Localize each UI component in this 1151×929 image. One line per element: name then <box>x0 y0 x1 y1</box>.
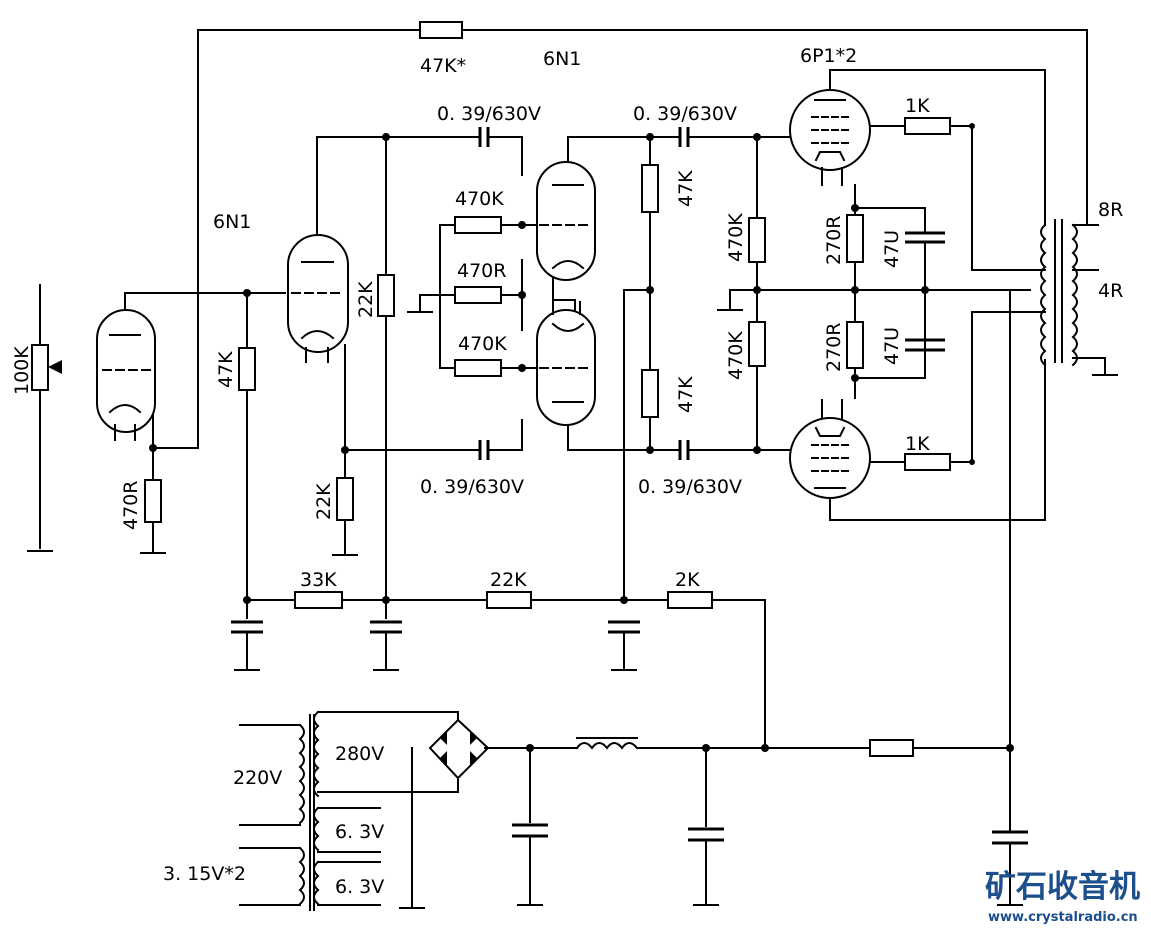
label-47u-bot: 47U <box>881 327 903 365</box>
resistor-270r-bottom <box>846 321 864 369</box>
tube-v3-upper <box>536 161 596 281</box>
label-6n1-left: 6N1 <box>213 211 251 233</box>
brand-watermark: 矿石收音机 www.crystalradio.cn <box>985 869 1140 925</box>
label-220v: 220V <box>233 767 282 789</box>
label-out-8r: 8R <box>1098 199 1123 221</box>
junction-dots <box>149 123 1014 752</box>
label-47k-bot: 47K <box>675 376 697 413</box>
capacitors <box>231 127 1028 845</box>
label-47u-top: 47U <box>881 230 903 268</box>
resistor-33k <box>294 591 343 609</box>
resistor-470r <box>454 286 502 304</box>
tube-v1-input <box>96 309 156 441</box>
resistor-470k-bottom <box>454 359 502 377</box>
potentiometer-100k <box>31 344 49 391</box>
label-470r: 470R <box>457 260 506 282</box>
resistor-47k-feedback <box>419 21 463 39</box>
tube-6p1-lower <box>789 399 871 499</box>
brand-cn: 矿石收音机 <box>985 869 1140 905</box>
resistor-470k-top <box>454 216 502 234</box>
label-270r-bot: 270R <box>823 323 845 372</box>
label-out-4r: 4R <box>1098 280 1123 302</box>
resistor-2k <box>667 591 713 609</box>
label-470k-top: 470K <box>455 188 504 210</box>
tube-v2-6n1 <box>287 234 349 363</box>
resistor-47k-left <box>238 347 256 391</box>
resistor-1k-top <box>904 117 951 135</box>
label-feedback-47k: 47K* <box>420 55 466 77</box>
resistor-47k-bottom <box>641 369 659 418</box>
label-1k-bot: 1K <box>905 433 930 455</box>
filter-choke <box>575 737 639 750</box>
label-6p1: 6P1*2 <box>800 45 857 67</box>
tube-6p1-upper <box>789 89 871 186</box>
resistor-22k-bus <box>486 591 532 609</box>
label-470k-grid-top: 470K <box>725 213 747 262</box>
label-2k: 2K <box>675 569 700 591</box>
resistor-470k-grid-bottom <box>748 321 766 367</box>
label-22k-bus: 22K <box>490 569 527 591</box>
resistor-270r-top <box>846 214 864 263</box>
label-100k: 100K <box>11 346 33 395</box>
label-470r-cathode: 470R <box>120 481 142 530</box>
labels: 47K* 6N1 6P1*2 0. 39/630V 0. 39/630V 0. … <box>11 45 1123 898</box>
pot-wiper-arrow <box>48 360 62 374</box>
resistor-47k-top <box>641 164 659 213</box>
resistor-22k-plate <box>377 274 395 317</box>
label-47k-top: 47K <box>675 170 697 207</box>
label-47k-left: 47K <box>215 351 237 388</box>
label-470k-grid-bot: 470K <box>725 331 747 380</box>
label-3-15v: 3. 15V*2 <box>163 863 246 885</box>
label-6-3v-a: 6. 3V <box>335 821 384 843</box>
ground-symbols <box>27 309 1118 909</box>
label-cap-bot-left: 0. 39/630V <box>420 476 524 498</box>
output-transformer <box>1040 219 1078 367</box>
power-transformer <box>298 710 320 911</box>
label-6-3v-b: 6. 3V <box>335 876 384 898</box>
resistor-psu <box>869 739 914 757</box>
label-cap-top-left: 0. 39/630V <box>437 103 541 125</box>
resistor-470r-cathode <box>144 479 162 523</box>
label-1k-top: 1K <box>905 95 930 117</box>
resistors <box>31 21 951 757</box>
label-22k-plate: 22K <box>355 281 377 318</box>
label-6n1-top: 6N1 <box>543 48 581 70</box>
resistor-22k-cathode <box>336 477 354 521</box>
resistor-1k-bottom <box>904 453 951 471</box>
tube-v3-lower <box>536 301 596 426</box>
label-22k-cathode: 22K <box>313 483 335 520</box>
resistor-470k-grid-top <box>748 217 766 263</box>
label-cap-bot-right: 0. 39/630V <box>638 476 742 498</box>
label-280v: 280V <box>335 743 384 765</box>
label-33k: 33K <box>300 569 337 591</box>
brand-url: www.crystalradio.cn <box>988 910 1138 925</box>
label-cap-top-right: 0. 39/630V <box>633 103 737 125</box>
label-470k-bot: 470K <box>458 333 507 355</box>
label-270r-top: 270R <box>823 216 845 265</box>
bridge-rectifier <box>428 718 490 780</box>
